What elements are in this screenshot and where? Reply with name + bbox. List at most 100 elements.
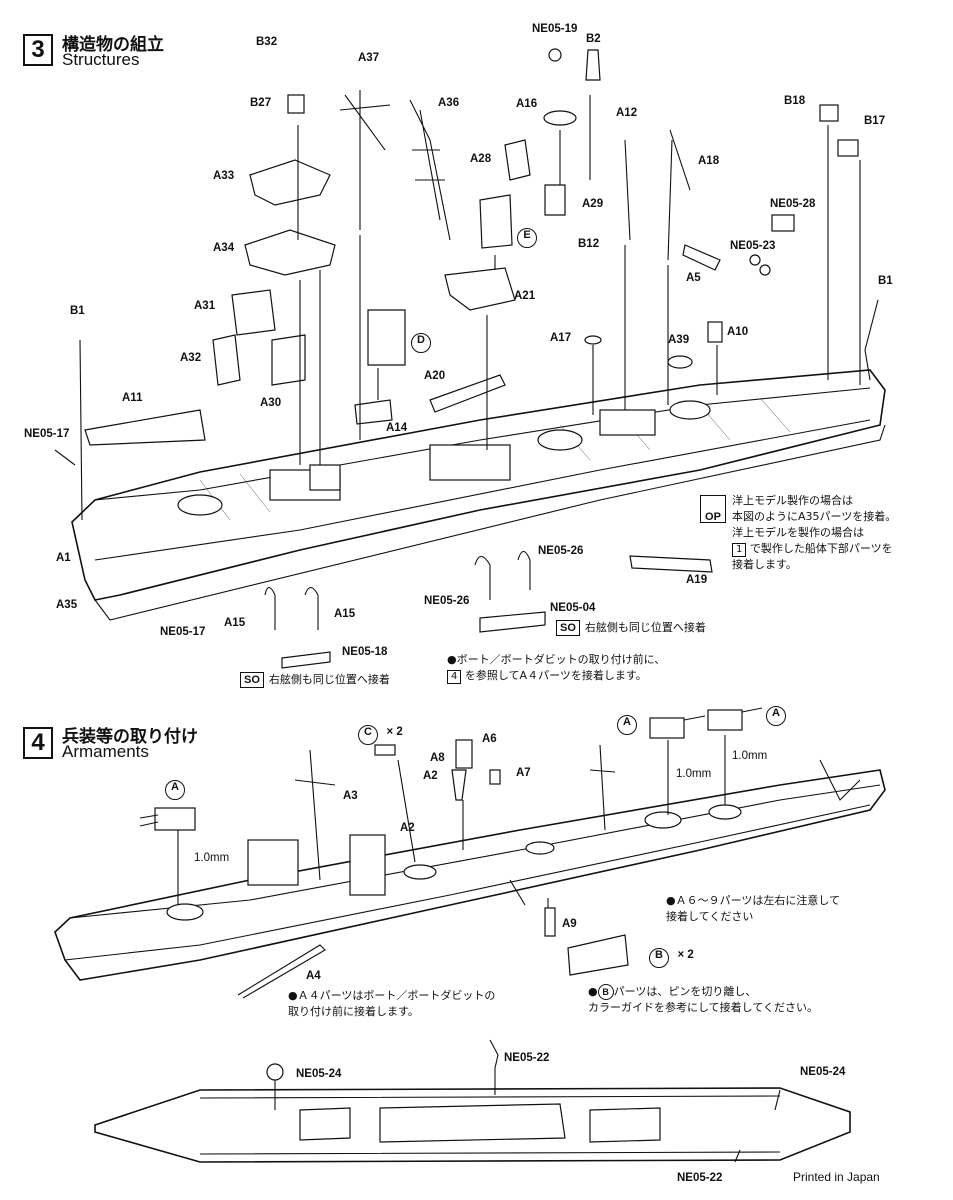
b-note-circle: B [597,984,614,1000]
plan-view-hull [94,1039,851,1163]
marker-D: D [411,333,431,353]
label-NE05-17-top: NE05-17 [24,428,70,440]
label-A7: A7 [516,767,531,779]
b-parts-note-line2: カラーガイドを参考にして接着してください。 [588,1001,819,1014]
label-A3: A3 [343,790,358,802]
label-A14: A14 [386,422,408,434]
label-A9: A9 [562,918,577,930]
label-B1-bow: B1 [878,275,893,287]
label-A37: A37 [358,52,380,64]
label-A34: A34 [213,242,235,254]
label-A11: A11 [122,392,143,404]
label-A4: A4 [306,970,321,982]
so-note-right-text: 右舷側も同じ位置へ接着 [584,621,706,634]
printed-in-japan: Printed in Japan [793,1170,880,1184]
label-A15-left: A15 [224,617,246,629]
label-B18: B18 [784,95,806,107]
marker-A-top2: A [766,706,786,726]
label-A10: A10 [727,326,749,338]
op-note-line4: 1 で製作した船体下部パーツを [732,541,896,557]
marker-A-top1: A [617,715,637,735]
b-note-bullet: ● [588,985,598,998]
a6-note: ●Ａ６～９パーツは左右に注意して 接着してください [666,893,840,925]
label-A31: A31 [194,300,216,312]
label-A29: A29 [582,198,604,210]
step3-title-ja: 構造物の組立 [62,35,164,55]
op-note-line4-text: で製作した船体下部パーツを [749,542,893,555]
step4-title-en: Armaments [62,742,149,761]
op-badge: OP [700,495,726,523]
step4-number-box: 4 [23,727,53,759]
label-NE05-22-top: NE05-22 [504,1052,550,1064]
label-B1-stern: B1 [70,305,85,317]
op-step-box: 1 [732,543,747,557]
label-A33: A33 [213,170,235,182]
op-note-line3: 洋上モデルを製作の場合は [732,526,864,539]
so-note-right: SO 右舷側も同じ位置へ接着 [556,620,706,636]
step3-parts [54,48,879,669]
marker-B-x2: B × 2 [649,945,694,968]
label-B12: B12 [578,238,600,250]
boat-step-box: 4 [447,670,462,684]
label-NE05-24-right: NE05-24 [800,1066,846,1078]
boat-note-line2: 4 を参照してA４パーツを接着します。 [447,668,665,684]
label-A19: A19 [686,574,708,586]
so-badge-right: SO [556,620,580,636]
label-B17: B17 [864,115,886,127]
op-note: 洋上モデル製作の場合は 本図のようにA35パーツを接着。 洋上モデルを製作の場合… [732,493,896,573]
so-note-left: SO 右舷側も同じ位置へ接着 [240,672,390,688]
label-NE05-19: NE05-19 [532,23,578,35]
label-A17: A17 [550,332,572,344]
label-A28: A28 [470,153,492,165]
label-NE05-23: NE05-23 [730,240,776,252]
label-A39: A39 [668,334,690,346]
step4-title-ja: 兵装等の取り付け [62,727,198,747]
label-B32: B32 [256,36,278,48]
marker-A-left: A [165,780,185,800]
marker-B-multiplier: × 2 [677,949,694,961]
label-NE05-22-bottom: NE05-22 [677,1172,723,1184]
marker-C: C [358,725,378,745]
label-A15-right: A15 [334,608,356,620]
label-A20: A20 [424,370,446,382]
step4-hull [54,707,886,999]
label-A35: A35 [56,599,78,611]
marker-C-multiplier: × 2 [386,726,403,738]
a6-note-line2: 接着してください [666,910,754,923]
a6-note-line1: ●Ａ６～９パーツは左右に注意して [666,894,841,907]
op-note-line1: 洋上モデル製作の場合は [732,494,853,507]
marker-C-x2: C × 2 [358,722,403,745]
b-note-line1-text: パーツは、ピンを切り離し、 [613,985,757,998]
boat-note: ●ボート／ボートダビットの取り付け前に、 4 を参照してA４パーツを接着します。 [447,652,665,684]
step3-number-box: 3 [23,34,53,66]
drill-hole-left: 1.0mm [194,852,230,864]
a4-note: ●Ａ４パーツはボート／ボートダビットの 取り付け前に接着します。 [288,988,495,1020]
label-NE05-26-left: NE05-26 [424,595,470,607]
label-A12: A12 [616,107,638,119]
label-A1: A1 [56,552,71,564]
op-badge-label: OP [705,511,721,523]
label-A32: A32 [180,352,202,364]
label-A6: A6 [482,733,497,745]
label-A2-upper: A2 [423,770,438,782]
so-note-left-text: 右舷側も同じ位置へ接着 [268,673,390,686]
label-A18: A18 [698,155,720,167]
label-A30: A30 [260,397,282,409]
label-A2-lower: A2 [400,822,415,834]
marker-B: B [649,948,669,968]
marker-E: E [517,228,537,248]
label-A16: A16 [516,98,538,110]
label-A5: A5 [686,272,701,284]
label-NE05-04: NE05-04 [550,602,596,614]
so-badge-left: SO [240,672,264,688]
a4-note-line1: ●Ａ４パーツはボート／ボートダビットの [288,989,496,1002]
a4-note-line2: 取り付け前に接着します。 [288,1005,419,1018]
label-NE05-18: NE05-18 [342,646,388,658]
op-note-line5: 接着します。 [732,558,797,571]
label-NE05-17-bottom: NE05-17 [160,626,206,638]
op-note-line2: 本図のようにA35パーツを接着。 [732,510,897,523]
label-NE05-26-right: NE05-26 [538,545,584,557]
label-A21: A21 [514,290,536,302]
